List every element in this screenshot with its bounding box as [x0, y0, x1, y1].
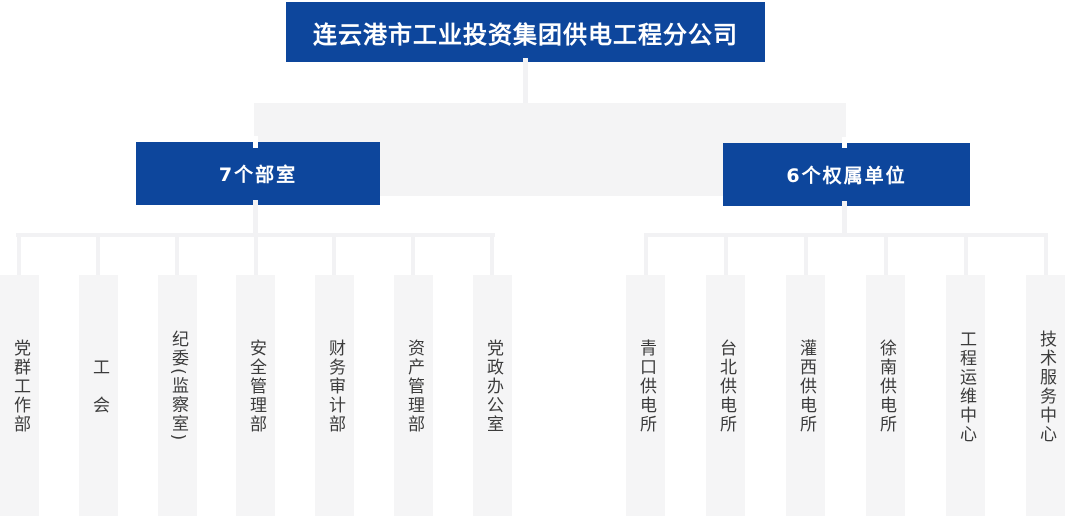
connector-drop-dept-2: [96, 237, 100, 275]
connector-drop-unit-1: [644, 237, 648, 275]
leaf-node-dept-1-label: 党群工作部: [10, 339, 30, 434]
leaf-node-unit-2: 台北供电所: [706, 275, 745, 516]
leaf-node-dept-5: 财务审计部: [315, 275, 354, 516]
leaf-node-unit-4-label: 徐南供电所: [876, 339, 896, 434]
root-node: 连云港市工业投资集团供电工程分公司: [286, 2, 765, 62]
leaf-node-dept-3-label: 纪委(监察室): [168, 330, 188, 443]
leaf-node-dept-7-label: 党政办公室: [483, 339, 503, 434]
leaf-node-unit-6-label: 技术服务中心: [1036, 329, 1056, 444]
connector-departments-vertical: [253, 200, 258, 237]
leaf-node-unit-5-label: 工程运维中心: [956, 329, 976, 444]
connector-drop-unit-4: [884, 237, 888, 275]
connector-units-vertical: [842, 201, 847, 237]
leaf-node-unit-1-label: 青口供电所: [636, 339, 656, 434]
leaf-node-dept-4-label: 安全管理部: [246, 339, 266, 434]
leaf-node-dept-6: 资产管理部: [394, 275, 433, 516]
leaf-node-unit-3: 灌西供电所: [786, 275, 825, 516]
root-node-label: 连云港市工业投资集团供电工程分公司: [313, 20, 738, 49]
connector-units-top-tick: [842, 137, 847, 148]
leaf-node-dept-3: 纪委(监察室): [158, 275, 197, 516]
connector-drop-dept-5: [332, 237, 336, 275]
leaf-node-dept-6-label: 资产管理部: [404, 339, 424, 434]
connector-departments-top-tick: [253, 136, 258, 148]
leaf-node-unit-6: 技术服务中心: [1026, 275, 1065, 516]
connector-drop-dept-7: [490, 237, 494, 275]
leaf-node-dept-7: 党政办公室: [473, 275, 512, 516]
group-node-units-label: 6个权属单位: [786, 165, 907, 187]
leaf-node-dept-4: 安全管理部: [236, 275, 275, 516]
leaf-node-unit-4: 徐南供电所: [866, 275, 905, 516]
connector-drop-unit-3: [804, 237, 808, 275]
connector-drop-unit-6: [1044, 237, 1048, 275]
connector-drop-dept-6: [411, 237, 415, 275]
connector-drop-dept-4: [254, 237, 258, 275]
leaf-node-dept-1: 党群工作部: [0, 275, 39, 516]
leaf-node-dept-5-label: 财务审计部: [325, 339, 345, 434]
connector-drop-dept-1: [17, 237, 21, 275]
leaf-node-unit-1: 青口供电所: [626, 275, 665, 516]
connector-drop-unit-2: [724, 237, 728, 275]
group-node-departments: 7个部室: [136, 142, 380, 205]
connector-root-vertical: [523, 58, 528, 103]
leaf-node-dept-2: 工 会: [79, 275, 118, 516]
leaf-node-unit-5: 工程运维中心: [946, 275, 985, 516]
leaf-node-dept-2-label: 工 会: [89, 358, 109, 415]
connector-drop-unit-5: [964, 237, 968, 275]
group-node-departments-label: 7个部室: [218, 164, 298, 186]
group-node-units: 6个权属单位: [723, 143, 970, 206]
connector-drop-dept-3: [175, 237, 179, 275]
leaf-node-unit-3-label: 灌西供电所: [796, 339, 816, 434]
leaf-node-unit-2-label: 台北供电所: [716, 339, 736, 434]
